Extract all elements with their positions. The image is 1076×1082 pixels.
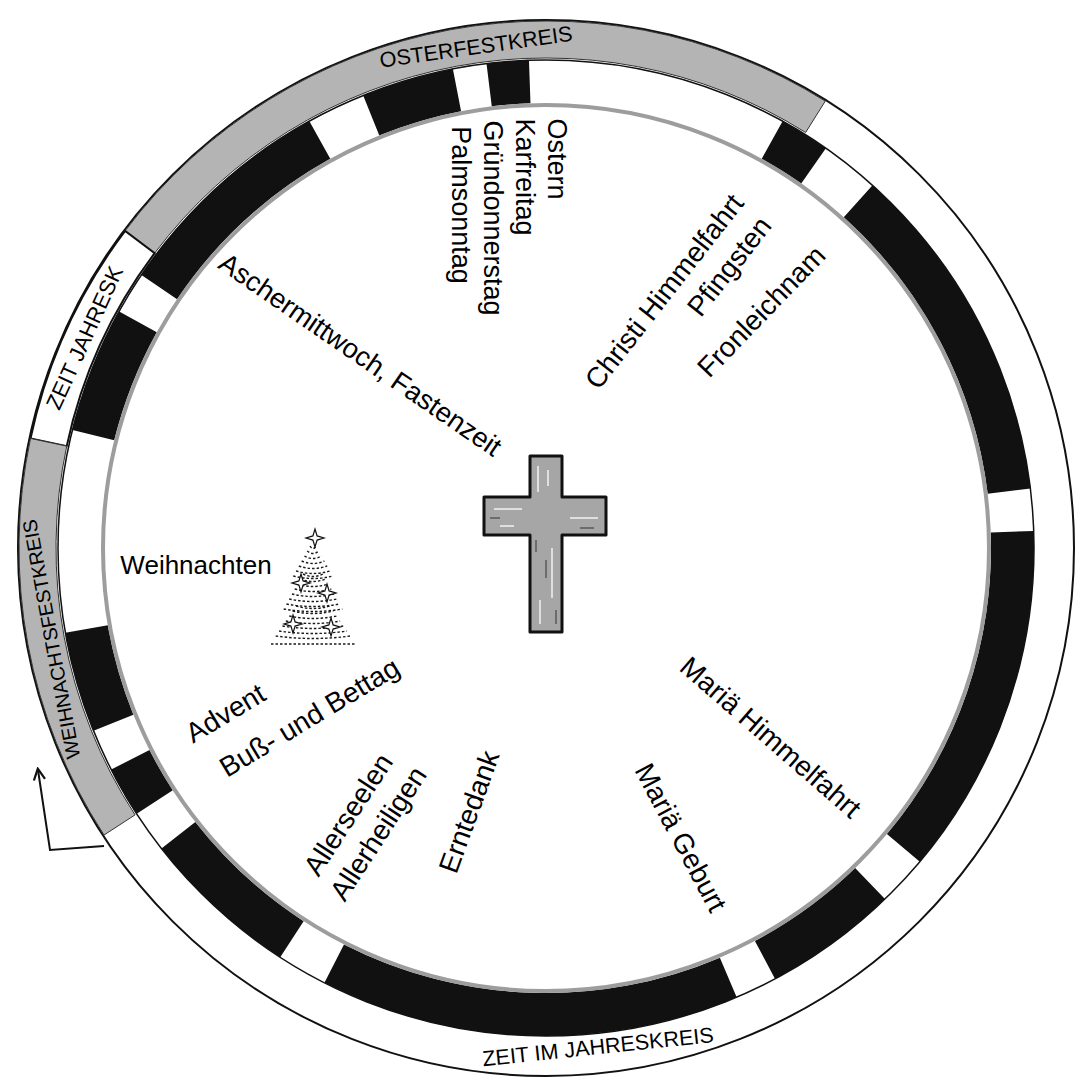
christmas-tree [286,604,339,607]
wood-grain [500,525,514,527]
tree-star [318,584,336,602]
node-outline [101,475,549,779]
christmas-tree [302,561,325,564]
christmas-wedge: WeihnachtenAdvent [101,475,549,779]
feast-name: Gründonnerstag [477,120,507,315]
season-band: ZEIT JAHRESK [27,227,158,450]
christmas-tree [299,566,327,569]
christmas-tree [307,551,319,554]
wood-grain [494,508,522,510]
wood-grain [546,560,547,578]
week-segment [161,822,303,957]
inner-circle [103,105,989,991]
wood-grain [547,470,549,486]
ring-edge [58,60,1034,1036]
christmas-tree [296,606,330,609]
wedge-shape [104,479,546,776]
feast-name: Mariä Himmelfahrt [674,651,867,824]
wood-grain [551,548,553,598]
feast-name: Weihnachten [120,551,271,580]
feast-name: Mariä Geburt [628,759,732,918]
christmas-tree [284,609,343,612]
feast-name: Erntedank [434,747,507,877]
wood-grain [556,610,557,624]
christmas-tree [271,643,355,644]
wood-grain [490,518,500,519]
tree-star [284,615,302,633]
wood-grain [580,528,594,529]
tree-star [322,618,340,636]
week-segment [762,121,826,183]
christmas-tree [303,574,323,577]
tree-star [306,529,324,547]
season-name: ZEIT IM JAHRESKREIS [482,1025,715,1071]
band-shape [31,231,155,446]
christmas-tree [279,631,347,634]
christmas-tree [293,611,334,614]
outer-circle [18,20,1074,1076]
wood-grain [537,466,539,492]
feast-name: Palmsonntag [445,126,475,284]
wood-grain [539,600,541,624]
christmas-tree [304,556,321,559]
wood-grain [570,517,598,519]
week-segment [887,531,1034,862]
feast-name: Karfreitag [509,118,539,235]
feast-name: Ostern [541,118,571,199]
week-segment [755,868,885,979]
tree-star [292,574,310,592]
christmas-tree [289,616,337,619]
christmas-tree [276,636,351,639]
christmas-tree [289,599,337,602]
season-name: ZEIT JAHRESK [43,263,127,413]
week-segment [487,60,531,106]
